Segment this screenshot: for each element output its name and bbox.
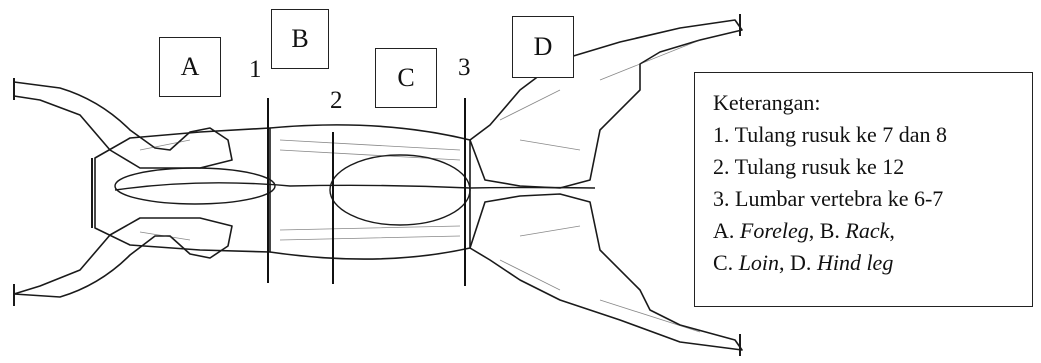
- neck-vertebrae: [115, 168, 275, 204]
- section-label-d: D: [512, 16, 574, 78]
- legend-item-2: 2. Tulang rusuk ke 12: [713, 151, 1032, 183]
- legend-box: Keterangan: 1. Tulang rusuk ke 7 dan 8 2…: [694, 72, 1033, 307]
- legend-item-cd: C. Loin, D. Hind leg: [713, 247, 1032, 279]
- section-label-c: C: [375, 48, 437, 108]
- loin-eye: [330, 155, 470, 225]
- legend-title: Keterangan:: [713, 87, 1032, 119]
- cut-number-2: 2: [330, 88, 343, 113]
- foreleg-lower: [14, 218, 232, 297]
- legend-loin: Loin: [739, 250, 779, 275]
- legend-comma: ,: [889, 218, 895, 243]
- cut-number-3: 3: [458, 55, 471, 80]
- legend-rack: Rack: [845, 218, 889, 243]
- legend-prefix-a: A.: [713, 218, 740, 243]
- legend-hind-leg: Hind leg: [817, 250, 893, 275]
- forequarter: [95, 128, 270, 252]
- legend-item-ab: A. Foreleg, B. Rack,: [713, 215, 1032, 247]
- legend-item-3: 3. Lumbar vertebra ke 6-7: [713, 183, 1032, 215]
- section-label-a: A: [159, 37, 221, 97]
- cut-number-1: 1: [249, 57, 262, 82]
- legend-sep-d: , D.: [779, 250, 817, 275]
- legend-sep-b: , B.: [809, 218, 846, 243]
- legend-item-1: 1. Tulang rusuk ke 7 dan 8: [713, 119, 1032, 151]
- legend-prefix-c: C.: [713, 250, 739, 275]
- legend-foreleg: Foreleg: [740, 218, 809, 243]
- section-label-b: B: [271, 9, 329, 69]
